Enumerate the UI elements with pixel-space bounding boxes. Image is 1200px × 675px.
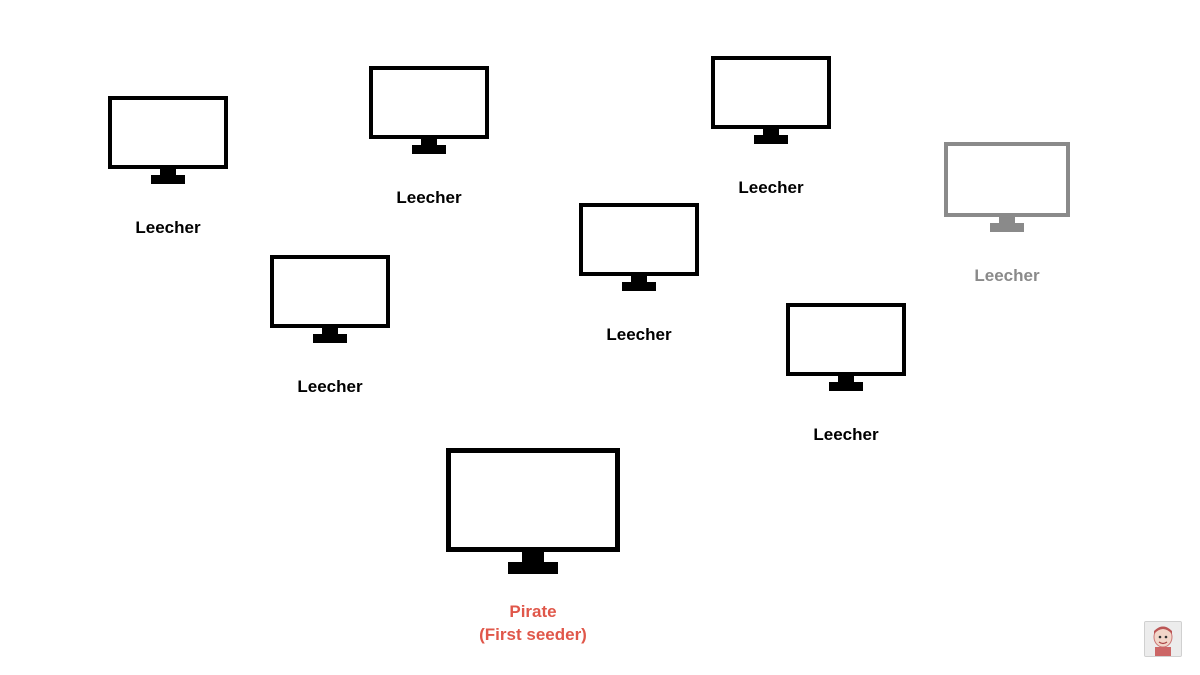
node-leecher-3: Leecher (711, 56, 831, 198)
avatar-icon[interactable] (1144, 621, 1182, 657)
node-leecher-6: Leecher (270, 255, 390, 397)
pirate-label: Pirate (First seeder) (479, 600, 587, 646)
monitor-icon (944, 142, 1070, 232)
node-label: Leecher (297, 377, 363, 396)
monitor-icon (786, 303, 906, 391)
node-leecher-5: Leecher (579, 203, 699, 345)
node-label: Leecher (738, 178, 804, 197)
monitor-icon (446, 448, 620, 574)
monitor-icon (270, 255, 390, 343)
node-pirate-seeder: Pirate (First seeder) (446, 448, 620, 646)
monitor-icon (579, 203, 699, 291)
node-leecher-1: Leecher (108, 96, 228, 238)
monitor-icon (108, 96, 228, 184)
pirate-label-line2: (First seeder) (479, 625, 587, 644)
node-leecher-7: Leecher (786, 303, 906, 445)
avatar-glyph (1145, 622, 1181, 656)
node-label: Leecher (974, 266, 1040, 285)
node-leecher-4-faded: Leecher (944, 142, 1070, 286)
node-label: Leecher (606, 325, 672, 344)
node-label: Leecher (813, 425, 879, 444)
monitor-icon (711, 56, 831, 144)
node-label: Leecher (135, 218, 201, 237)
node-leecher-2: Leecher (369, 66, 489, 208)
pirate-label-line1: Pirate (509, 602, 557, 621)
node-label: Leecher (396, 188, 462, 207)
monitor-icon (369, 66, 489, 154)
